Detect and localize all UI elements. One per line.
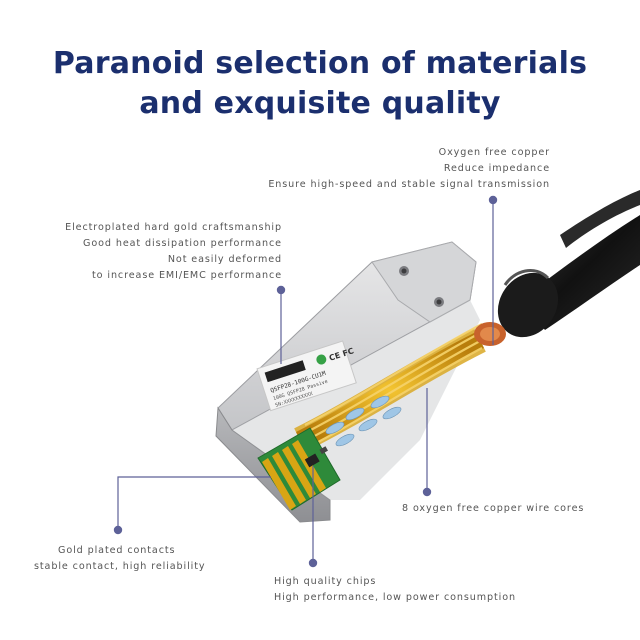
callout-gold-contacts: Gold plated contacts stable contact, hig… bbox=[34, 543, 205, 575]
rohs-icon bbox=[316, 354, 327, 365]
callout-shell-line-1: Electroplated hard gold craftsmanship bbox=[65, 222, 282, 233]
marker-dot-icon bbox=[488, 195, 498, 205]
callout-shell: Electroplated hard gold craftsmanship Go… bbox=[65, 220, 282, 284]
cable bbox=[497, 190, 640, 338]
barcode-icon bbox=[264, 360, 306, 383]
callout-chips-line-1: High quality chips bbox=[274, 576, 377, 587]
callout-chips: High quality chips High performance, low… bbox=[274, 574, 516, 606]
callout-shell-line-3: Not easily deformed bbox=[167, 254, 282, 265]
leader-lines bbox=[117, 200, 494, 563]
callout-wire-cores-line-1: 8 oxygen free copper wire cores bbox=[402, 503, 585, 514]
callout-wire-cores: 8 oxygen free copper wire cores bbox=[402, 501, 584, 517]
product-label: QSFP28-100G-CU1M 100G QSFP28 Passive SN:… bbox=[256, 340, 357, 412]
marker-dot-icon bbox=[422, 487, 432, 497]
marker-dot-icon bbox=[113, 525, 123, 535]
callout-gold-line-2: stable contact, high reliability bbox=[34, 561, 206, 572]
marker-dot-icon bbox=[276, 285, 286, 295]
callout-copper-line-1: Oxygen free copper bbox=[438, 147, 550, 158]
marker-dots bbox=[113, 195, 498, 568]
pcb-board bbox=[257, 427, 341, 511]
title-line-2: and exquisite quality bbox=[139, 86, 501, 121]
copper-wire-cores bbox=[294, 322, 506, 452]
callout-copper-line-3: Ensure high-speed and stable signal tran… bbox=[268, 179, 550, 190]
cable-boot bbox=[497, 272, 559, 338]
callout-shell-line-2: Good heat dissipation performance bbox=[83, 238, 282, 249]
callout-gold-line-1: Gold plated contacts bbox=[58, 545, 176, 556]
callout-chips-line-2: High performance, low power consumption bbox=[274, 592, 516, 603]
callout-copper-line-2: Reduce impedance bbox=[443, 163, 550, 174]
callout-copper: Oxygen free copper Reduce impedance Ensu… bbox=[268, 145, 550, 193]
callout-shell-line-4: to increase EMI/EMC performance bbox=[92, 270, 282, 281]
marker-dot-icon bbox=[308, 558, 318, 568]
page-title: Paranoid selection of materials and exqu… bbox=[0, 44, 640, 124]
module-shell: QSFP28-100G-CU1M 100G QSFP28 Passive SN:… bbox=[215, 241, 480, 523]
chip-icon bbox=[304, 453, 320, 468]
title-line-1: Paranoid selection of materials bbox=[52, 46, 588, 81]
